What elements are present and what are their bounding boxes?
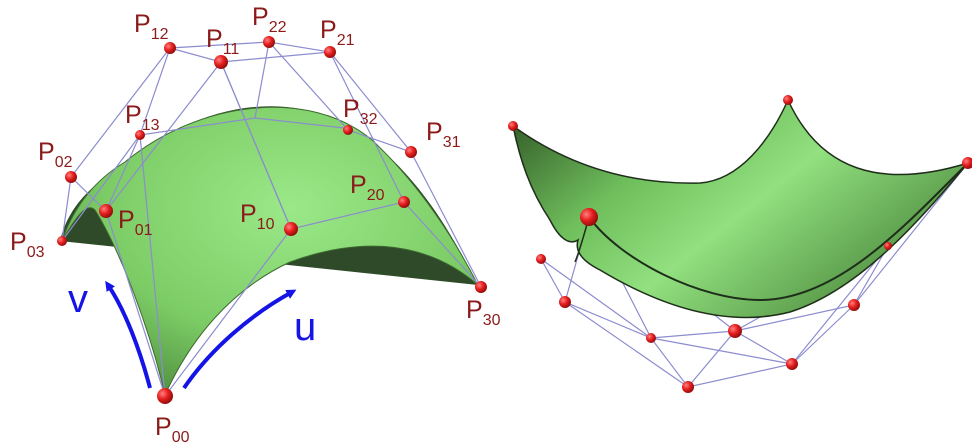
point-P10	[284, 222, 298, 236]
point-P32	[343, 125, 353, 135]
net-diag-3	[139, 134, 166, 397]
rpoint-7	[646, 333, 656, 343]
label-P10: P10	[240, 200, 275, 233]
point-P12	[164, 42, 176, 54]
label-P01: P01	[118, 206, 153, 239]
rnet-1	[564, 162, 969, 339]
right-patch-surface	[511, 98, 971, 319]
right-patch-front-edge	[588, 162, 969, 302]
label-P32: P32	[343, 95, 378, 128]
rnet-2	[540, 258, 566, 303]
net-col-0	[164, 201, 482, 397]
left-control-points	[57, 36, 487, 404]
label-P30: P30	[466, 296, 501, 329]
v-label: v	[68, 277, 88, 321]
net-col-1	[105, 51, 412, 212]
net-row-2	[254, 41, 405, 203]
net-col-3	[61, 117, 345, 242]
point-P22	[263, 36, 275, 48]
u-arrow	[182, 289, 297, 390]
rpoint-4	[580, 208, 598, 226]
point-P31	[405, 146, 417, 158]
point-P20	[398, 196, 410, 208]
u-label: u	[294, 305, 316, 349]
label-P21: P21	[320, 16, 355, 49]
right-bezier-patch	[508, 95, 972, 393]
rnet-7	[650, 337, 793, 365]
point-P30	[475, 281, 487, 293]
left-point-labels: P00 P01 P02 P03 P10 P11 P12 P13 P20 P21 …	[10, 3, 501, 445]
label-P03: P03	[10, 228, 45, 261]
label-P22: P22	[252, 3, 287, 36]
label-P20: P20	[350, 171, 385, 204]
point-P11	[214, 55, 228, 69]
right-control-points	[508, 95, 972, 393]
rpoint-9	[848, 299, 860, 311]
rpoint-5	[536, 254, 546, 264]
label-P00: P00	[155, 413, 190, 445]
label-P13: P13	[125, 101, 160, 134]
parameter-arrows: v u	[68, 277, 316, 390]
left-bezier-patch: P00 P01 P02 P03 P10 P11 P12 P13 P20 P21 …	[10, 3, 501, 445]
point-P21	[324, 46, 336, 58]
point-P03	[57, 236, 67, 246]
left-patch-surface	[61, 106, 479, 397]
net-diag-1	[220, 61, 292, 230]
rpoint-10	[884, 242, 892, 250]
rpoint-6	[559, 296, 571, 308]
net-col-2	[70, 41, 349, 178]
v-arrow	[105, 280, 152, 389]
point-P02	[65, 171, 77, 183]
net-diag-2	[105, 134, 141, 212]
net-row-0	[61, 175, 166, 397]
label-P12: P12	[134, 10, 169, 43]
label-P11: P11	[206, 25, 239, 58]
label-P02: P02	[38, 138, 73, 171]
point-P13	[135, 130, 145, 140]
rpoint-8	[728, 324, 742, 338]
rpoint-12	[786, 358, 798, 370]
rpoint-11	[682, 381, 694, 393]
left-control-net	[61, 41, 482, 397]
rpoint-3	[962, 157, 972, 169]
point-P00	[157, 388, 173, 404]
point-P01	[99, 204, 113, 218]
label-P31: P31	[426, 118, 461, 151]
rpoint-2	[783, 95, 793, 105]
rpoint-1	[508, 121, 518, 131]
